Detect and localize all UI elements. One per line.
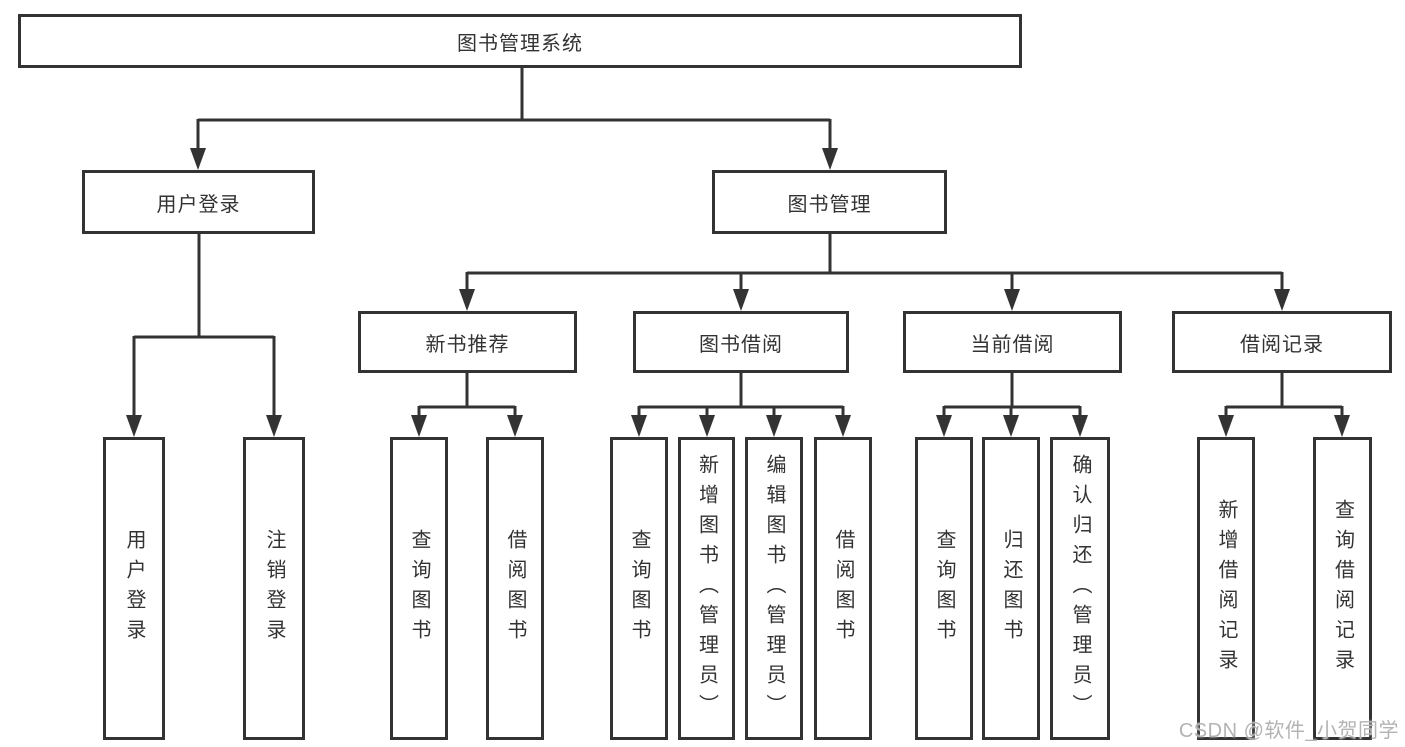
leaf-node-borrow-books-recommend: 借阅图书	[486, 437, 544, 740]
leaf-node-query-borrow-record: 查询借阅记录	[1313, 437, 1372, 740]
leaf-node-label: 查询图书	[933, 528, 955, 649]
leaf-node-label: 借阅图书	[504, 528, 526, 649]
root-node-label: 图书管理系统	[457, 32, 583, 55]
leaf-node-label: 确认归还（管理员）	[1069, 453, 1091, 724]
arrowhead-icons	[126, 148, 1350, 437]
leaf-node-borrow-books: 借阅图书	[814, 437, 872, 740]
leaf-node-label: 借阅图书	[832, 528, 854, 649]
group-node-current-borrow: 当前借阅	[903, 311, 1122, 373]
group-node-borrow-records: 借阅记录	[1172, 311, 1392, 373]
leaf-node-add-borrow-record: 新增借阅记录	[1197, 437, 1255, 740]
group-node-label: 新书推荐	[425, 333, 510, 356]
leaf-node-logout-login: 注销登录	[243, 437, 305, 740]
leaf-node-label: 新增图书（管理员）	[695, 453, 718, 724]
leaf-node-label: 用户登录	[123, 528, 145, 649]
leaf-node-label: 新增借阅记录	[1215, 498, 1237, 679]
group-node-book-borrow: 图书借阅	[633, 311, 849, 373]
leaf-node-label: 编辑图书（管理员）	[763, 453, 785, 724]
leaf-node-label: 查询借阅记录	[1331, 498, 1354, 679]
group-node-label: 借阅记录	[1240, 333, 1324, 356]
leaf-node-add-books-admin: 新增图书（管理员）	[678, 437, 735, 740]
root-node-library-system: 图书管理系统	[18, 14, 1022, 68]
leaf-node-confirm-return-admin: 确认归还（管理员）	[1050, 437, 1110, 740]
branch-node-label: 用户登录	[156, 193, 241, 216]
group-node-label: 当前借阅	[970, 333, 1055, 356]
leaf-node-edit-books-admin: 编辑图书（管理员）	[745, 437, 803, 740]
group-node-new-book-recommend: 新书推荐	[358, 311, 577, 373]
leaf-node-query-books-current: 查询图书	[915, 437, 973, 740]
branch-node-label: 图书管理	[787, 193, 872, 216]
leaf-node-return-books: 归还图书	[982, 437, 1040, 740]
leaf-node-label: 查询图书	[628, 528, 650, 649]
group-node-label: 图书借阅	[699, 333, 783, 356]
leaf-node-query-books-recommend: 查询图书	[390, 437, 448, 740]
branch-node-book-management: 图书管理	[712, 170, 947, 234]
leaf-node-label: 归还图书	[1000, 528, 1022, 649]
leaf-node-user-login: 用户登录	[103, 437, 165, 740]
leaf-node-label: 注销登录	[263, 528, 285, 649]
branch-node-user-login: 用户登录	[82, 170, 315, 234]
leaf-node-label: 查询图书	[408, 528, 430, 649]
leaf-node-query-books-borrow: 查询图书	[610, 437, 668, 740]
csdn-watermark: CSDN @软件_小贺同学	[1178, 720, 1399, 742]
